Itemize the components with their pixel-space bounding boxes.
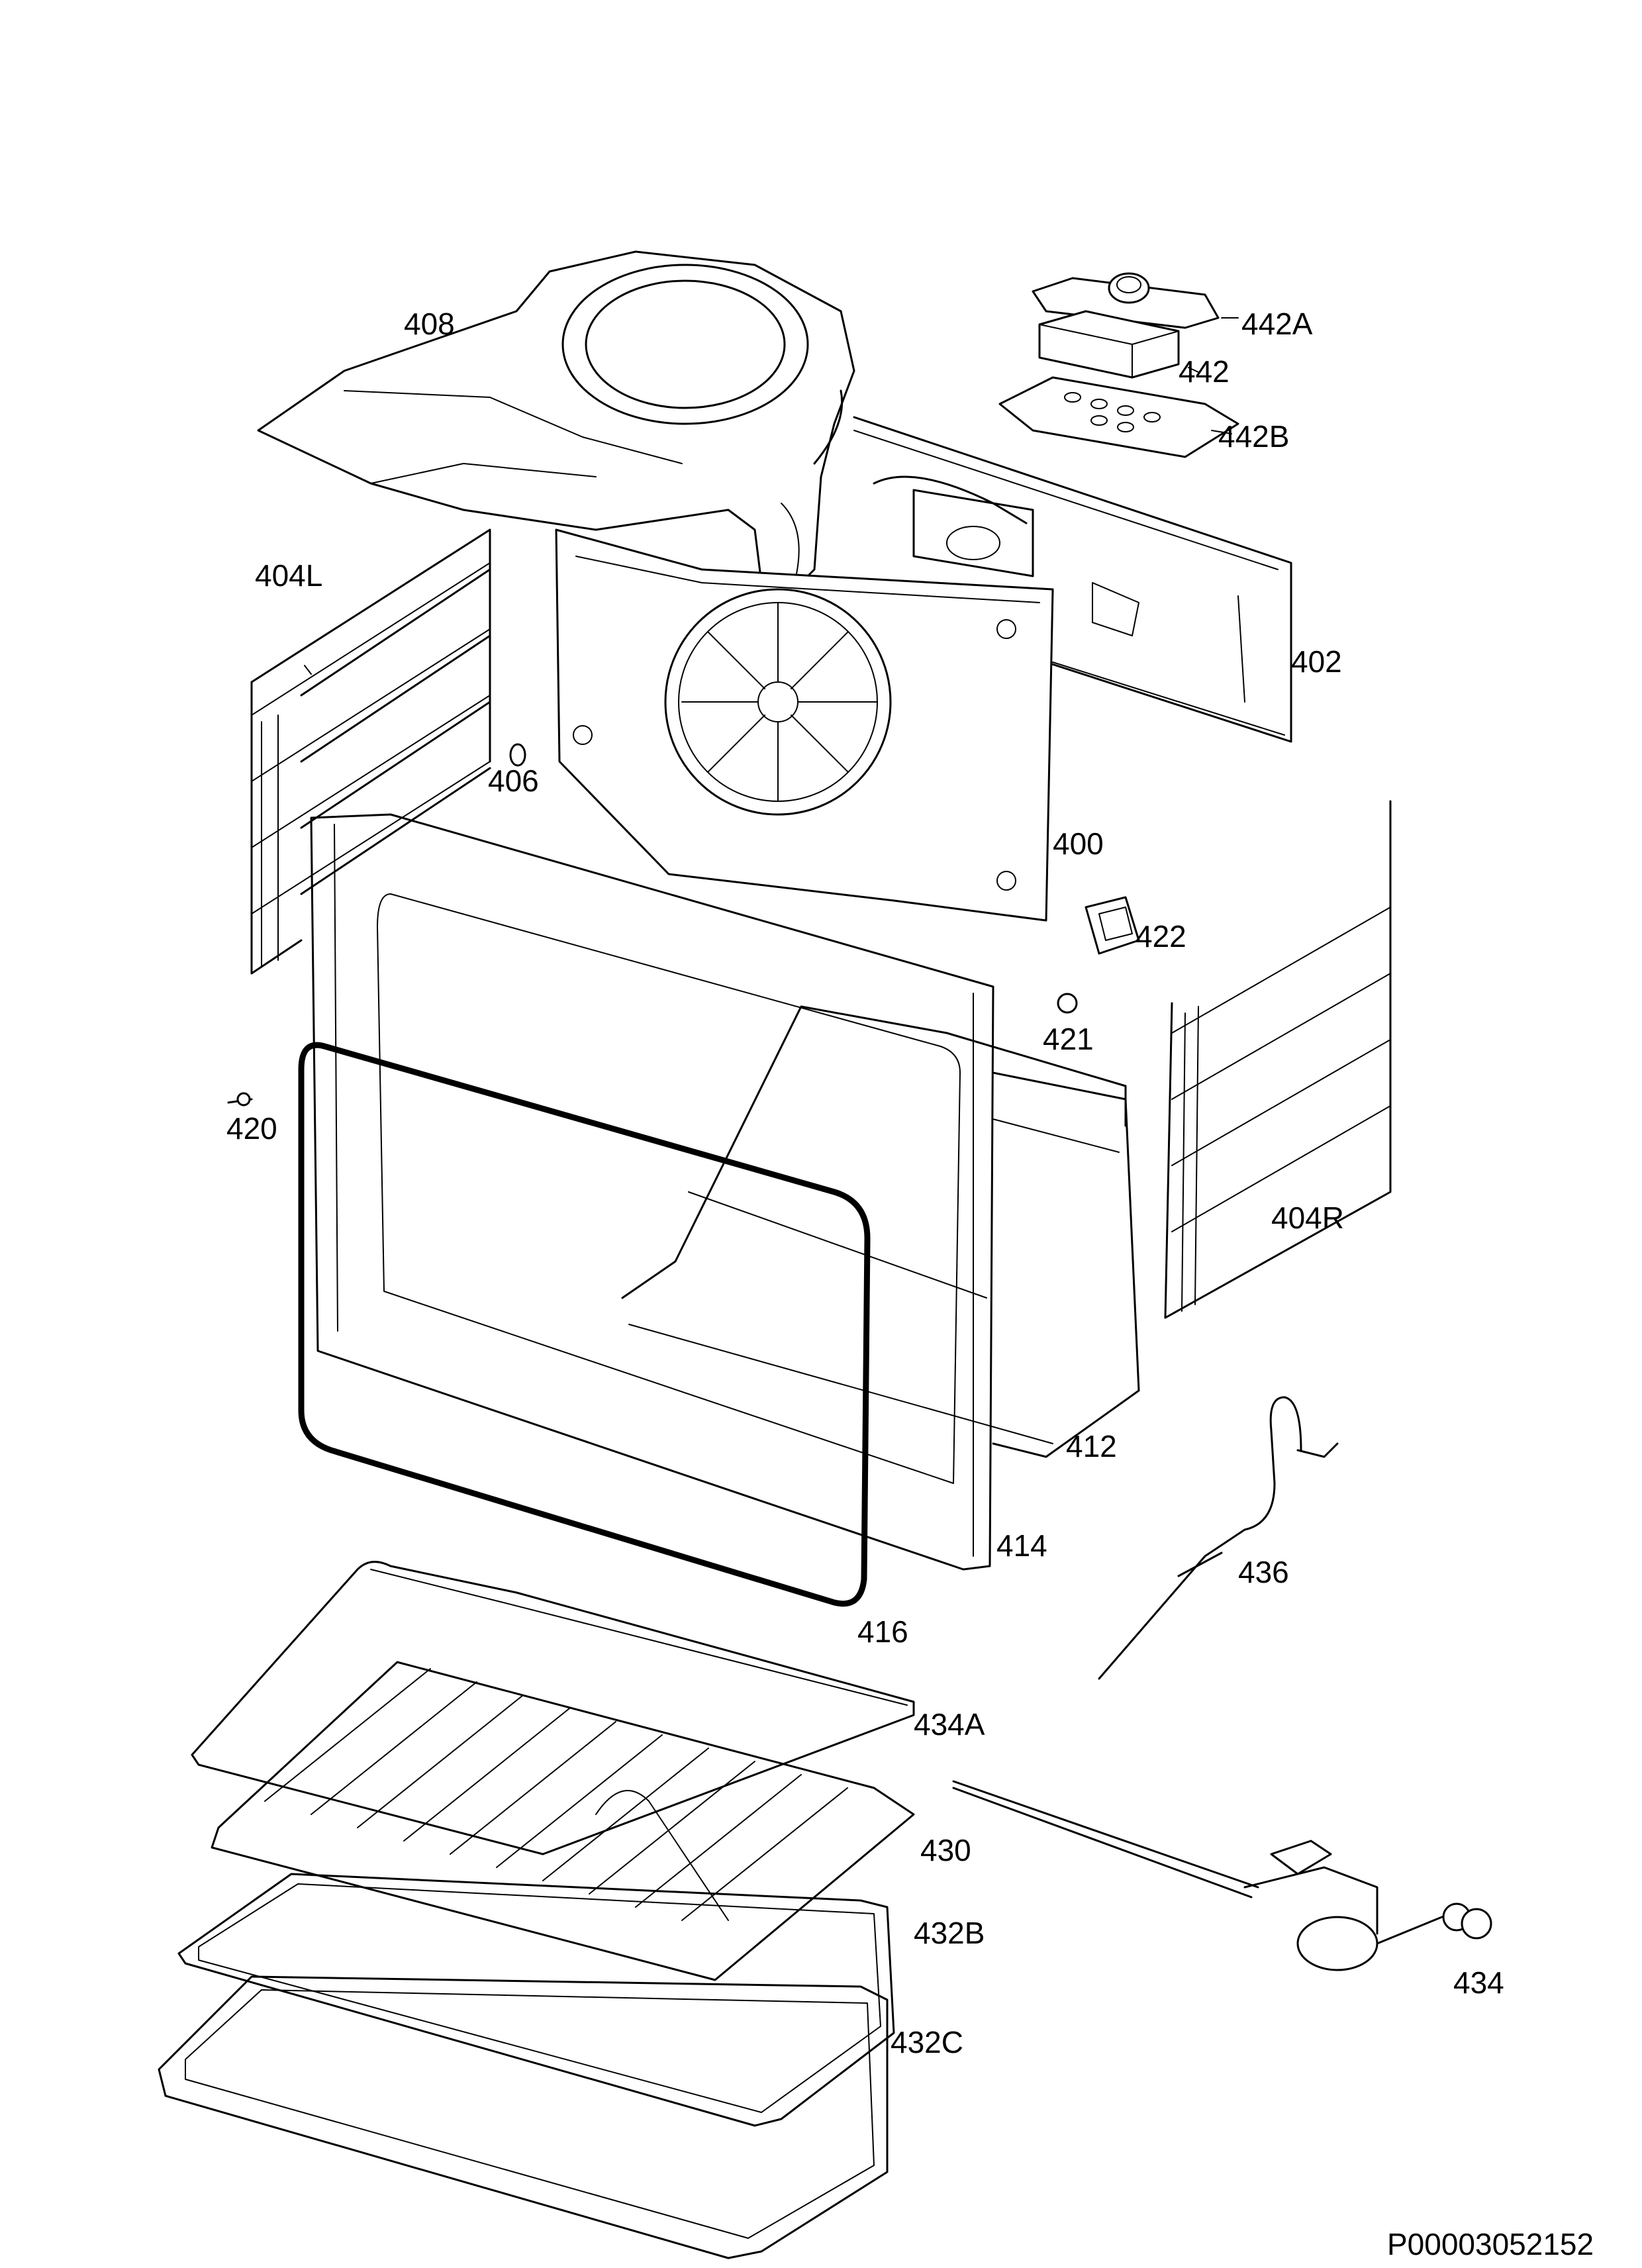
- label-408: 408: [404, 307, 455, 341]
- part-442-lamp-glass: [1038, 310, 1180, 379]
- part-421-nut: [1057, 993, 1078, 1014]
- part-400-back-panel: [555, 489, 1054, 922]
- part-404R-right-rack: [1164, 800, 1392, 1319]
- label-442A: 442A: [1241, 307, 1313, 341]
- label-430: 430: [920, 1833, 971, 1867]
- part-432B-baking-tray: [177, 1873, 895, 2127]
- label-416: 416: [857, 1614, 908, 1649]
- label-406: 406: [488, 764, 539, 798]
- label-414: 414: [996, 1528, 1047, 1563]
- part-434-rotisserie: [952, 1780, 1492, 1971]
- label-432C: 432C: [891, 2025, 963, 2059]
- label-422: 422: [1135, 919, 1186, 954]
- part-402-rear-panel: [853, 416, 1292, 743]
- part-412-oven-floor: [621, 1005, 1140, 1458]
- label-420: 420: [226, 1111, 277, 1146]
- label-442B: 442B: [1218, 419, 1289, 454]
- part-414-front-frame: [310, 813, 994, 1571]
- part-406-clip: [509, 743, 526, 767]
- label-412: 412: [1066, 1429, 1117, 1463]
- part-430-grill-rack: [211, 1661, 915, 1981]
- part-442B-lamp-holder: [998, 376, 1239, 458]
- part-404L-left-rack: [250, 528, 491, 975]
- part-434A-grill-frame: [191, 1561, 915, 1855]
- part-432C-deep-tray: [158, 1975, 889, 2259]
- part-442A-lamp-cover: [1032, 272, 1220, 329]
- part-420-screw: [227, 1092, 253, 1107]
- label-404L: 404L: [255, 558, 322, 593]
- leader-lines: [304, 317, 1239, 675]
- label-432B: 432B: [914, 1916, 985, 1950]
- label-402: 402: [1291, 644, 1342, 679]
- part-408-top-duct: [257, 250, 855, 597]
- label-434A: 434A: [914, 1707, 985, 1742]
- label-436: 436: [1238, 1555, 1289, 1589]
- label-404R: 404R: [1271, 1201, 1344, 1235]
- part-416-door-seal: [298, 1042, 871, 1607]
- label-400: 400: [1053, 826, 1104, 861]
- label-421: 421: [1043, 1022, 1094, 1056]
- label-434: 434: [1453, 1965, 1504, 2000]
- document-id: P00003052152: [1387, 2227, 1594, 2261]
- label-442: 442: [1179, 354, 1230, 389]
- part-422-terminal: [1085, 896, 1140, 955]
- part-436-meat-probe: [1098, 1396, 1339, 1680]
